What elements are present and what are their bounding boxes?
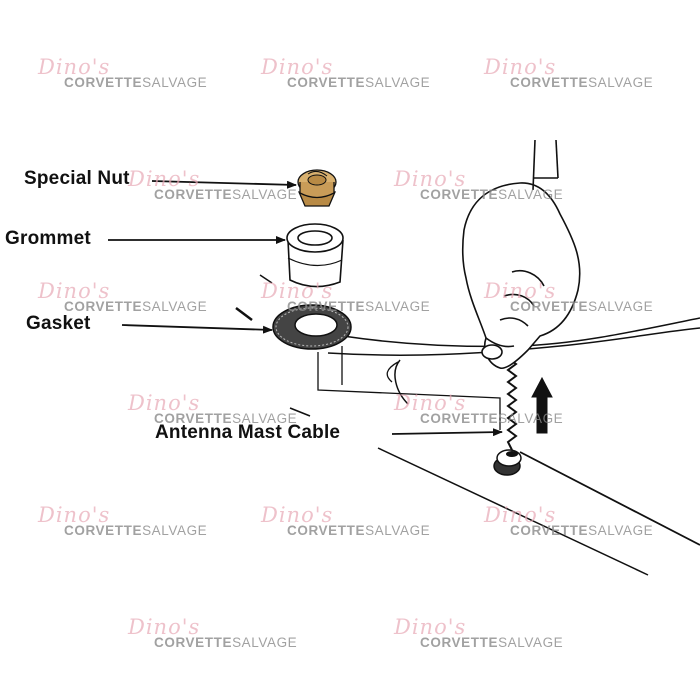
mast-cable-coil [506, 339, 518, 451]
panel-tick-1 [259, 274, 273, 284]
panel-tick-2 [235, 307, 253, 321]
panel-diagonal-upper [377, 447, 649, 576]
cable-guide-lines [317, 346, 501, 430]
antenna-mast-cable-label: Antenna Mast Cable [155, 422, 341, 443]
panel-diagonal-lower [519, 451, 700, 546]
panel-lower-edge [327, 327, 700, 356]
leader-arrows [108, 180, 503, 437]
gasket-part [272, 304, 352, 350]
grommet-label: Grommet [5, 228, 91, 249]
hand-drawing [461, 139, 581, 370]
mast-base [493, 449, 522, 476]
panel-tick-3 [289, 407, 311, 417]
panel-inner-curve [394, 359, 409, 405]
cable-leader [391, 428, 503, 437]
gasket-leader [121, 324, 273, 334]
gasket-label: Gasket [26, 313, 91, 334]
nut-leader [151, 180, 297, 189]
up-arrow-icon [531, 376, 553, 434]
special-nut-label: Special Nut [24, 168, 130, 189]
grommet-part [286, 223, 344, 288]
special-nut-part [297, 169, 337, 207]
